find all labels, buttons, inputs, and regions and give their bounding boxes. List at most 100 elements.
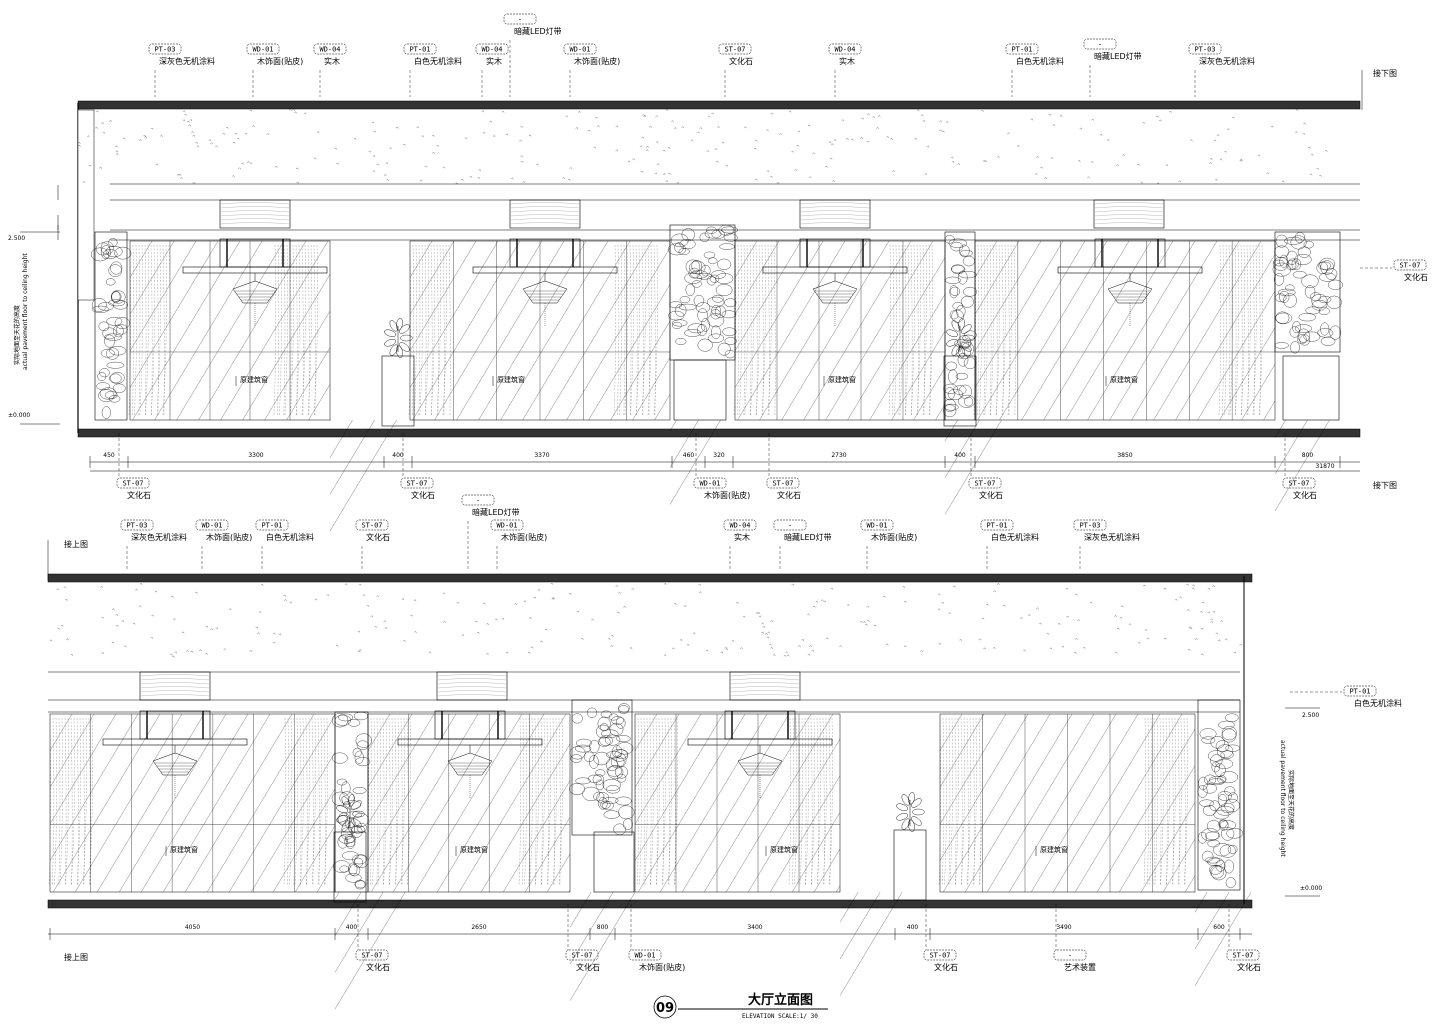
continue-note: 接下图 (1373, 68, 1397, 78)
speckle (796, 144, 799, 147)
glass-hatch (669, 419, 677, 432)
glass-hatch (1241, 364, 1276, 421)
glass-hatch (1175, 254, 1276, 421)
curtain-fold (1222, 244, 1224, 416)
curtain-fold (1001, 244, 1006, 416)
glass-hatch (334, 891, 340, 900)
speckle (186, 650, 189, 653)
callout-text: 深灰色无机涂料 (159, 56, 215, 66)
wood-box (139, 671, 211, 701)
wood-box-outline (1093, 199, 1165, 229)
speckle (1163, 587, 1167, 590)
curtain-fold (828, 717, 831, 887)
curtain-fold (299, 717, 302, 887)
wood-grain (436, 694, 508, 697)
speckle (770, 112, 774, 115)
dimension-value: 400 (954, 452, 966, 459)
stone (99, 368, 110, 378)
speckle (707, 115, 711, 118)
wood-grain (729, 674, 801, 677)
speckle (1074, 651, 1077, 654)
curtain-fold (529, 717, 533, 887)
glass-hatch (273, 788, 336, 893)
wood-grain (799, 222, 871, 225)
curtain-fold (613, 244, 616, 416)
glass-hatch (367, 713, 413, 788)
stone (602, 800, 614, 811)
curtain-fold (408, 244, 411, 416)
callout-tag-box (1393, 259, 1427, 271)
wood-grain (1093, 202, 1165, 205)
speckle (1186, 608, 1190, 611)
speckle (501, 110, 505, 113)
drawing-subtitle: ELEVATION SCALE:1/ 30 (742, 1013, 818, 1020)
leaf (399, 342, 410, 352)
speckle (1302, 132, 1306, 135)
speckle (232, 141, 236, 144)
callout-text: 木饰面(贴皮) (206, 532, 252, 542)
speckle (1036, 156, 1039, 159)
stone (1303, 331, 1321, 342)
speckle (527, 651, 531, 654)
speckle (1106, 139, 1110, 142)
glass-hatch (544, 240, 653, 421)
curtain-fold (289, 717, 292, 887)
speckle (791, 583, 795, 586)
glass-hatch (409, 240, 455, 315)
glass-hatch (1194, 891, 1230, 950)
callout-text: 暗藏LED灯带 (514, 26, 562, 36)
curtain-fold (630, 244, 634, 416)
speckle (632, 158, 635, 161)
lamp-rail (1057, 266, 1203, 274)
upper-left-wall-fill (77, 109, 95, 301)
callout-tag-box (503, 13, 537, 25)
speckle (401, 598, 405, 601)
stone (1294, 232, 1305, 243)
stone (105, 278, 116, 286)
speckle (882, 595, 886, 598)
stone (114, 317, 130, 329)
glass-hatch (825, 240, 934, 421)
leaf (400, 334, 413, 342)
stone (582, 786, 600, 801)
speckle (151, 614, 154, 617)
curtain-fold (667, 717, 670, 887)
glass-hatch (1263, 400, 1276, 421)
ceiling-speckle-texture (49, 582, 1242, 658)
speckle (1174, 598, 1178, 601)
leaf (951, 320, 960, 332)
stone (958, 271, 977, 279)
speckle (101, 652, 104, 655)
stone (1209, 865, 1222, 875)
speckle (176, 173, 180, 176)
speckle (754, 178, 758, 181)
speckle (959, 638, 962, 641)
speckle (383, 620, 387, 623)
speckle (189, 119, 193, 122)
stone (684, 329, 702, 337)
callout-text: 深灰色无机涂料 (131, 532, 187, 542)
curtain-fold (1007, 244, 1012, 416)
stone (674, 303, 687, 317)
stone (616, 773, 627, 783)
speckle (643, 115, 647, 118)
speckle (1082, 646, 1086, 649)
glass-hatch (1274, 419, 1330, 512)
stone (339, 865, 350, 873)
speckle (111, 608, 115, 611)
stone (600, 723, 609, 731)
speckle (205, 625, 209, 628)
speckle (1239, 643, 1242, 646)
glass-hatch (847, 257, 946, 421)
curtain-fold (955, 717, 959, 887)
speckle (1116, 164, 1119, 167)
curtain-fold (653, 244, 656, 416)
culture-stone-texture (1197, 699, 1244, 891)
height-note: actual pavement floor to ceiling height (1279, 740, 1286, 857)
callout-tag-box (1053, 949, 1087, 961)
stone (334, 714, 351, 726)
speckle (236, 137, 240, 140)
glass-hatch (566, 247, 671, 421)
speckle (1044, 177, 1047, 180)
